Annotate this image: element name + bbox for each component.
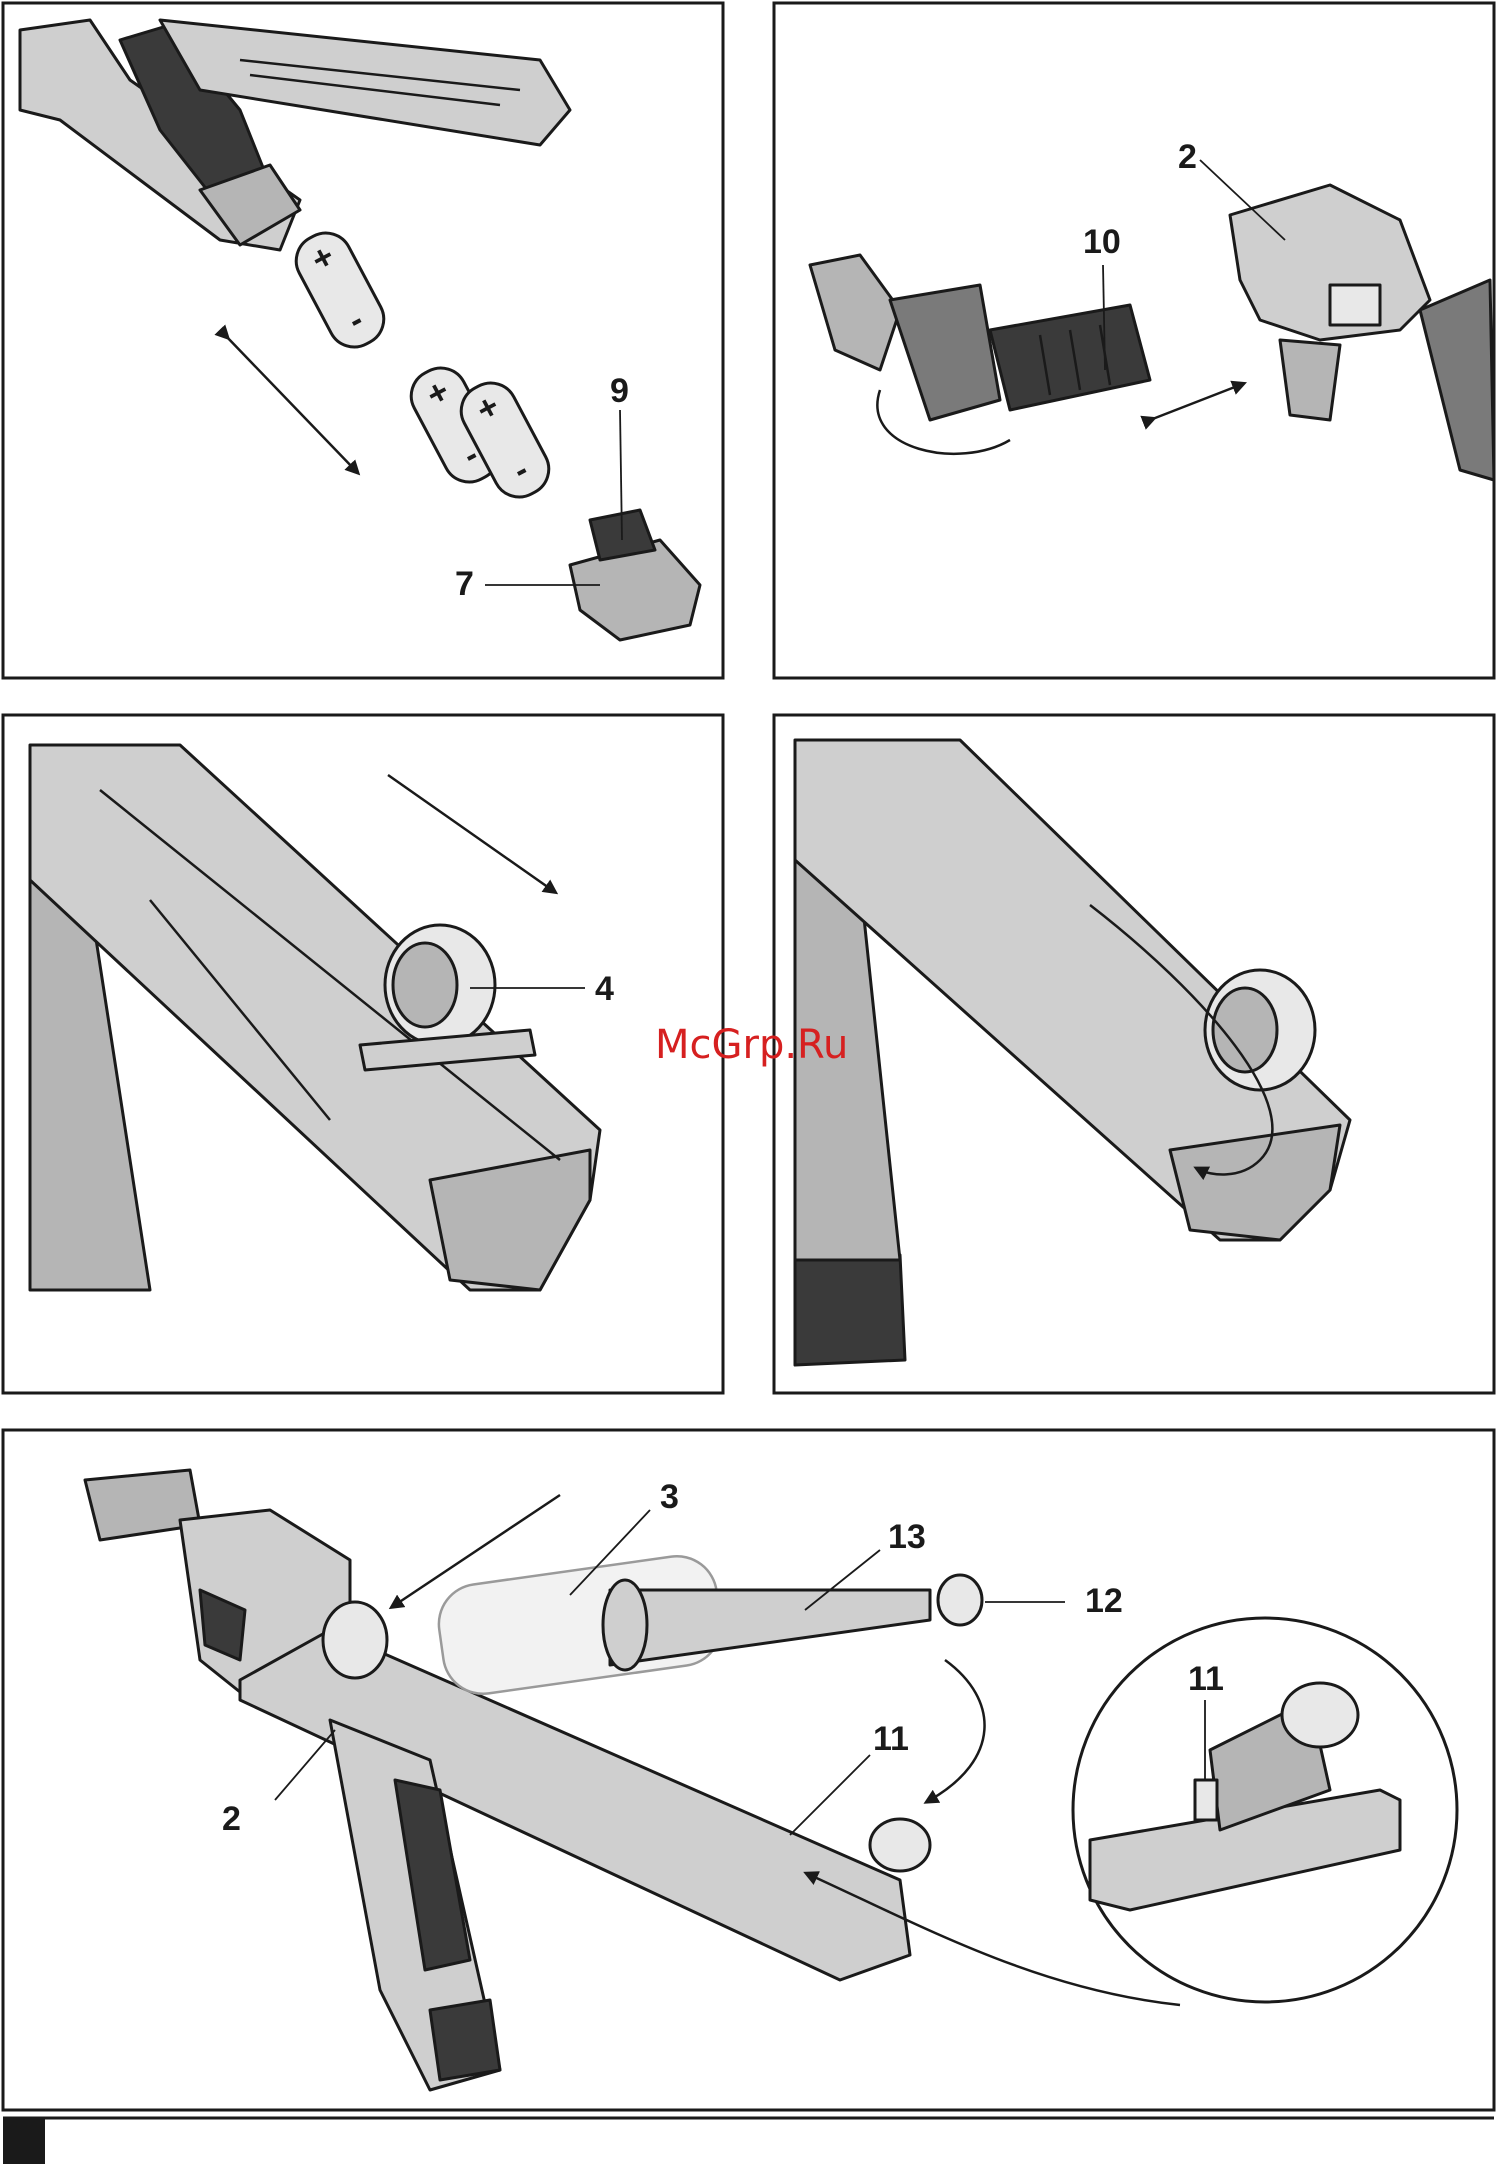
battery-cover [430,2000,500,2080]
callout-3: 3 [660,1478,679,1516]
callout-2: 2 [1178,138,1197,176]
callout-11: 11 [873,1720,909,1758]
panel-assembly: 3 13 12 11 2 11 [3,1430,1494,2110]
inset-latch-11 [1195,1780,1217,1820]
release-button [1330,285,1380,325]
callout-9: 9 [610,372,629,410]
callout-12: 12 [1085,1582,1123,1620]
inset-ring [1282,1683,1358,1747]
plunger-disc [603,1580,647,1670]
inset-callout-11: 11 [1188,1660,1224,1698]
panel-battery-insertion: + - + - + - 9 7 [3,3,723,678]
panel-rotate [774,715,1494,1393]
guide-ring-hole [393,943,457,1027]
panel-attachment: 2 10 [774,3,1494,678]
panel-ring: 4 [3,715,723,1393]
page-marker [3,2118,45,2164]
callout-13: 13 [888,1518,926,1556]
plunger-handle-12 [938,1575,982,1625]
grip-base [795,1255,905,1365]
guide-ring [323,1602,387,1678]
callout-2: 2 [222,1800,241,1838]
callout-7: 7 [455,565,474,603]
callout-4: 4 [595,970,614,1008]
callout-10: 10 [1083,223,1121,261]
watermark-text: McGrp.Ru [655,1022,848,1068]
guide-ring [870,1819,930,1871]
tool-neck [1280,340,1340,420]
